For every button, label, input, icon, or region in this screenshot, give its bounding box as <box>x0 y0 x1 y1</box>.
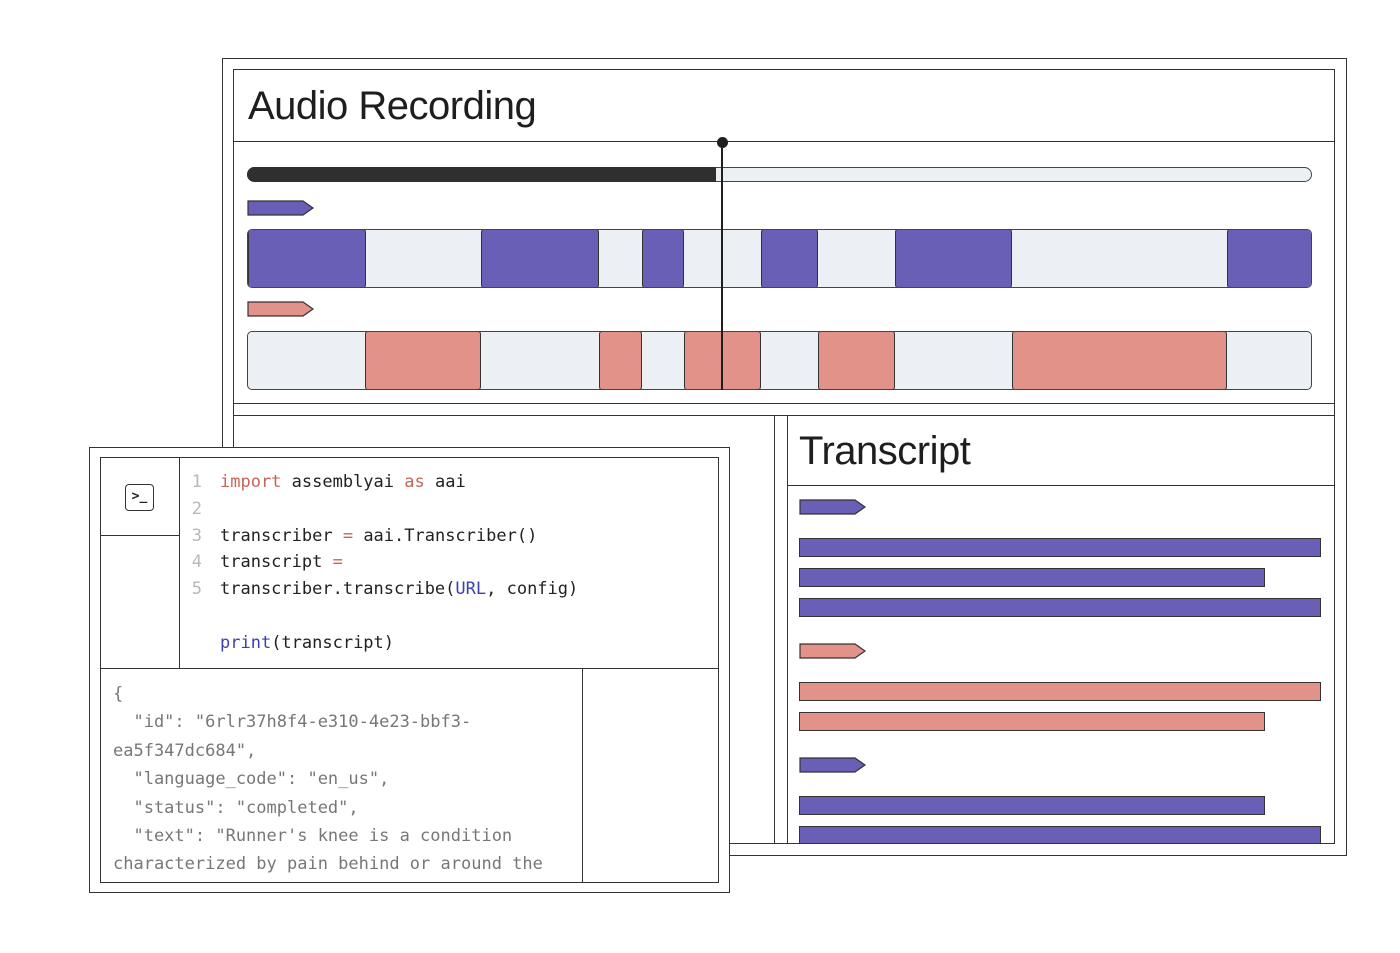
header-divider <box>233 141 1335 142</box>
json-line: "id": "6rlr37h8f4-e310-4e23-bbf3- <box>113 712 472 733</box>
code-token: (transcript) <box>271 632 395 653</box>
playhead-handle[interactable] <box>717 137 728 148</box>
speaker-b-segment[interactable] <box>818 332 895 389</box>
transcript-line-bar <box>799 682 1321 701</box>
code-token: assemblyai <box>281 472 405 492</box>
panel-divider <box>787 415 788 844</box>
code-token: = <box>342 525 354 546</box>
json-line: characterized by pain behind or around t… <box>113 854 543 875</box>
playhead-line[interactable] <box>721 142 723 390</box>
icon-cell-divider <box>100 535 180 536</box>
transcript-line-bar <box>799 538 1321 557</box>
code-token: URL <box>455 579 487 600</box>
code-token: , config) <box>486 579 579 600</box>
line-number: 4 <box>191 552 202 573</box>
code-token: transcriber <box>220 525 343 546</box>
code-line: import assemblyai as aai <box>220 472 466 492</box>
transcript-line-bar <box>799 598 1321 617</box>
transcript-line-bar <box>799 796 1265 815</box>
code-token: transcript <box>220 552 333 573</box>
speaker-a-segment[interactable] <box>248 230 366 287</box>
speaker-a-tag-icon <box>799 499 867 515</box>
code-window <box>100 457 719 883</box>
code-line: transcript = <box>220 552 343 572</box>
code-token: transcriber.transcribe( <box>220 579 456 600</box>
section-divider <box>233 403 1335 404</box>
speaker-b-tag-icon <box>247 301 315 317</box>
line-number: 3 <box>191 525 202 546</box>
code-token: aai <box>424 472 466 492</box>
code-line: transcriber = aai.Transcriber() <box>220 526 537 546</box>
speaker-b-segment[interactable] <box>1012 332 1227 389</box>
speaker-b-segment[interactable] <box>599 332 642 389</box>
code-line: print(transcript) <box>220 633 394 653</box>
transcript-line-bar <box>799 826 1321 843</box>
line-number: 2 <box>191 498 202 519</box>
speaker-a-lane[interactable] <box>247 229 1312 288</box>
speaker-a-tag-icon <box>247 200 315 216</box>
speaker-a-segment[interactable] <box>1227 230 1311 287</box>
speaker-a-tag-icon <box>799 757 867 773</box>
line-number: 1 <box>191 472 202 492</box>
json-line: { <box>113 684 124 704</box>
json-line: "language_code": "en_us", <box>113 769 390 790</box>
code-token: print <box>220 632 272 653</box>
transcript-line-bar <box>799 568 1265 587</box>
json-line: "status": "completed", <box>113 797 359 818</box>
code-token: import <box>220 472 282 492</box>
panel-divider <box>774 415 775 844</box>
speaker-a-segment[interactable] <box>761 230 818 287</box>
line-number: 5 <box>191 579 202 600</box>
code-token: = <box>332 552 343 573</box>
speaker-a-segment[interactable] <box>481 230 599 287</box>
code-token: aai.Transcriber() <box>353 525 538 546</box>
section-divider <box>233 415 1335 416</box>
output-divider <box>100 668 719 669</box>
json-line: "text": "Runner's knee is a condition <box>113 826 513 846</box>
transcript-header-divider <box>787 485 1335 486</box>
speaker-b-tag-icon <box>799 643 867 659</box>
speaker-a-segment[interactable] <box>642 230 684 287</box>
output-side-divider <box>582 668 583 883</box>
transcript-line-bar <box>799 712 1265 731</box>
transcript-title: Transcript <box>799 429 971 473</box>
gutter-divider <box>179 457 180 669</box>
json-line: ea5f347dc684", <box>113 740 257 761</box>
speaker-a-segment[interactable] <box>895 230 1012 287</box>
speaker-b-lane[interactable] <box>247 331 1312 390</box>
playback-progress-fill <box>247 167 716 182</box>
code-line: transcriber.transcribe(URL, config) <box>220 579 578 599</box>
speaker-b-segment[interactable] <box>365 332 481 389</box>
code-token: as <box>404 472 425 492</box>
terminal-icon[interactable]: >_ <box>125 484 154 511</box>
audio-recording-title: Audio Recording <box>248 84 537 128</box>
